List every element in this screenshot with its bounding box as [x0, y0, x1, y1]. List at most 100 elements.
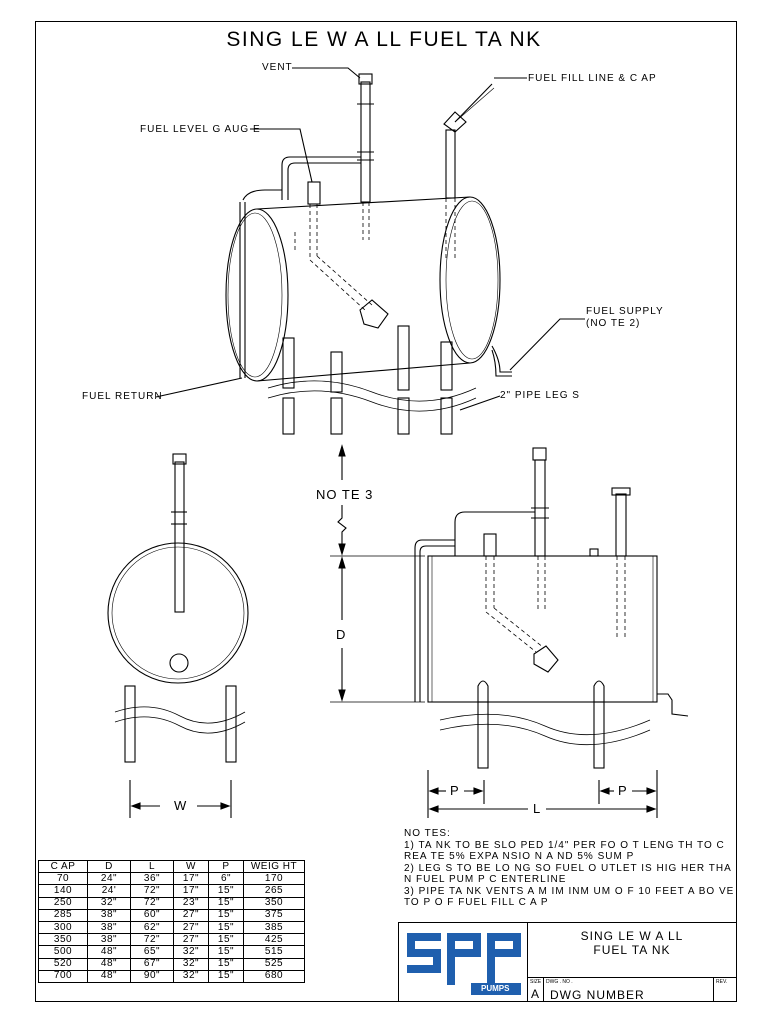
table-cell: 48" — [87, 969, 131, 983]
note-2: 2) LEG S TO BE LO NG SO FUEL O UTLET IS … — [404, 862, 732, 886]
table-header-cell: W — [173, 859, 209, 874]
table-cell: 375 — [243, 908, 305, 922]
table-cell: 38" — [87, 908, 131, 922]
dim-p-right-label: P — [618, 783, 628, 798]
table-cell: 36" — [130, 872, 174, 886]
table-header-cell: C AP — [38, 859, 88, 874]
title-block: PUMPS SING LE W A LL FUEL TA NK SIZE A D… — [398, 922, 737, 1002]
table-cell: 48" — [87, 957, 131, 971]
size-cell: SIZE A — [527, 978, 543, 1002]
spp-logo-mark — [403, 927, 524, 997]
table-cell: 27" — [173, 933, 209, 947]
table-cell: 32" — [173, 957, 209, 971]
table-cell: 350 — [38, 933, 88, 947]
size-label: SIZE — [530, 979, 542, 985]
table-cell: 385 — [243, 920, 305, 935]
size-value: A — [531, 987, 541, 1001]
rev-cell: REV. — [713, 978, 737, 1002]
dim-d-label: D — [336, 627, 347, 642]
end-view — [107, 453, 249, 818]
spp-logo: PUMPS — [401, 925, 526, 999]
table-cell: 32" — [87, 896, 131, 910]
table-cell: 23" — [173, 896, 209, 910]
table-cell: 350 — [243, 896, 305, 910]
table-cell: 65" — [130, 945, 174, 959]
table-cell: 680 — [243, 969, 305, 983]
dwg-label: DWG . NO . — [546, 979, 573, 985]
table-cell: 15" — [208, 957, 244, 971]
fuel-fill-label: FUEL FILL LINE & C AP — [528, 73, 657, 84]
table-cell: 285 — [38, 908, 88, 922]
vent-label: VENT — [262, 62, 293, 73]
table-cell: 15" — [208, 908, 244, 922]
table-cell: 60" — [130, 908, 174, 922]
notes-heading: NO TES: — [404, 828, 451, 839]
table-cell: 27" — [173, 920, 209, 935]
table-cell: 32" — [173, 945, 209, 959]
table-cell: 6" — [208, 872, 244, 886]
table-cell: 500 — [38, 945, 88, 959]
title-box-line1: SING LE W A LL — [580, 929, 684, 943]
side-view — [330, 444, 689, 818]
table-cell: 38" — [87, 920, 131, 935]
note-3: 3) PIPE TA NK VENTS A M IM INM UM O F 10… — [404, 885, 735, 909]
fuel-supply-note: (NO TE 2) — [586, 318, 641, 329]
table-cell: 17" — [173, 884, 209, 898]
dim-p-left-label: P — [450, 783, 460, 798]
table-cell: 62" — [130, 920, 174, 935]
table-cell: 38" — [87, 933, 131, 947]
title-box-line2: FUEL TA NK — [593, 943, 671, 957]
table-cell: 24" — [87, 872, 131, 886]
fuel-supply-label: FUEL SUPPLY — [586, 306, 664, 317]
table-cell: 72" — [130, 884, 174, 898]
table-cell: 70 — [38, 872, 88, 886]
table-cell: 170 — [243, 872, 305, 886]
dwg-value: DWG NUMBER — [550, 988, 645, 1002]
table-cell: 265 — [243, 884, 305, 898]
table-cell: 520 — [38, 957, 88, 971]
table-cell: 72" — [130, 933, 174, 947]
table-cell: 48" — [87, 945, 131, 959]
table-cell: 250 — [38, 896, 88, 910]
table-cell: 67" — [130, 957, 174, 971]
table-cell: 27" — [173, 908, 209, 922]
table-header-cell: L — [130, 859, 174, 874]
rev-label: REV. — [716, 979, 728, 985]
table-cell: 15" — [208, 933, 244, 947]
table-cell: 15" — [208, 969, 244, 983]
title-box: SING LE W A LL FUEL TA NK — [527, 923, 736, 978]
dim-w-label: W — [174, 798, 188, 813]
table-cell: 90" — [130, 969, 174, 983]
table-cell: 425 — [243, 933, 305, 947]
table-cell: 140 — [38, 884, 88, 898]
table-cell: 15" — [208, 896, 244, 910]
table-cell: 17" — [173, 872, 209, 886]
notes-block: NO TES: 1) TA NK TO BE SLO PED 1/4" PER … — [404, 828, 739, 909]
table-header-cell: WEIG HT — [243, 859, 305, 874]
logo-sub-text: PUMPS — [481, 984, 510, 993]
table-header-cell: D — [87, 859, 131, 874]
table-cell: 300 — [38, 920, 88, 935]
table-cell: 700 — [38, 969, 88, 983]
pipe-legs-label: 2" PIPE LEG S — [500, 390, 580, 401]
fuel-gauge-label: FUEL LEVEL G AUG E — [140, 124, 261, 135]
table-cell: 15" — [208, 945, 244, 959]
table-cell: 72" — [130, 896, 174, 910]
drawing-sheet — [35, 21, 737, 1002]
table-cell: 515 — [243, 945, 305, 959]
fuel-return-label: FUEL RETURN — [82, 391, 163, 402]
table-cell: 525 — [243, 957, 305, 971]
